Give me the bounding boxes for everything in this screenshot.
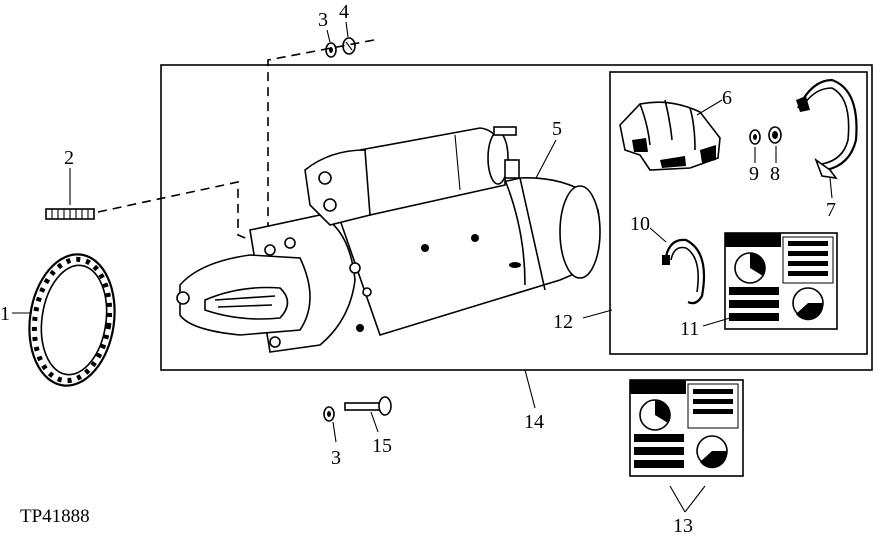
parts-kit-box — [609, 71, 868, 355]
callout-5: 5 — [552, 118, 562, 140]
nut-small — [768, 126, 782, 144]
washer-small — [749, 129, 761, 145]
nut-bottom — [323, 406, 335, 422]
callout-7: 7 — [826, 199, 836, 221]
clip-ring — [662, 238, 706, 305]
stud — [45, 208, 95, 220]
figure-code: TP41888 — [20, 506, 90, 527]
callout-8: 8 — [770, 163, 780, 185]
callout-10: 10 — [630, 213, 650, 235]
callout-4: 4 — [339, 1, 349, 23]
gasket-ring — [28, 253, 116, 387]
callout-12: 12 — [553, 311, 573, 333]
callout-3-bottom: 3 — [331, 447, 341, 469]
starter-motor — [176, 126, 601, 353]
callout-15: 15 — [372, 435, 392, 457]
decal — [629, 379, 744, 477]
nut-top — [325, 42, 337, 58]
callout-9: 9 — [749, 163, 759, 185]
callout-14: 14 — [524, 411, 544, 433]
callout-3-top: 3 — [318, 9, 328, 31]
callout-2: 2 — [64, 147, 74, 169]
lock-washer — [342, 37, 356, 55]
callout-6: 6 — [722, 87, 732, 109]
callout-13: 13 — [673, 515, 693, 537]
callout-1: 1 — [0, 303, 10, 325]
solenoid-boot — [619, 99, 721, 171]
callout-11: 11 — [680, 318, 699, 340]
cap-screw — [344, 396, 392, 416]
starter-assembly-box — [160, 64, 873, 371]
decal-kit — [724, 232, 838, 330]
band-clamp — [796, 78, 858, 180]
